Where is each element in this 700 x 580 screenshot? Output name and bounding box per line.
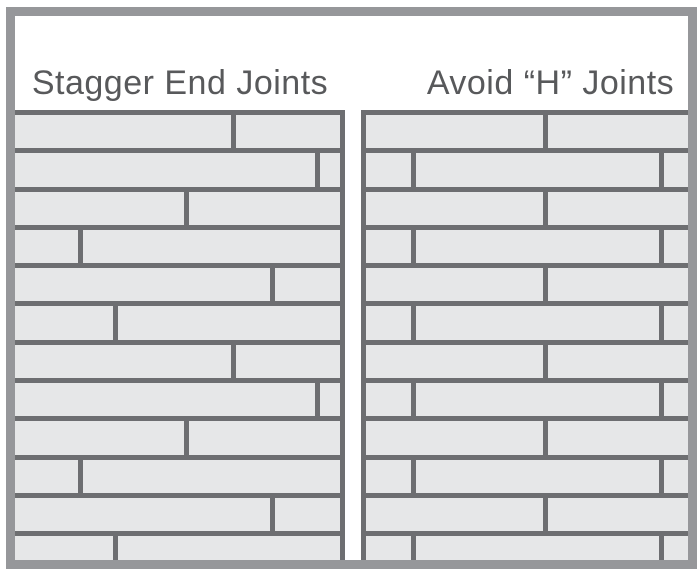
plank-row <box>15 268 340 307</box>
end-joint-line <box>184 421 190 455</box>
plank-row <box>366 536 688 560</box>
end-joint-line <box>410 383 416 417</box>
panel-gap <box>345 110 361 560</box>
plank-row <box>15 191 340 230</box>
plank-row <box>366 344 688 384</box>
end-joint-line <box>410 459 416 493</box>
end-joint-line <box>77 229 83 264</box>
plank-row <box>366 268 688 307</box>
stagger-end-joints-title: Stagger End Joints <box>31 64 329 103</box>
end-joint-line <box>659 383 665 417</box>
avoid-h-joints-title: Avoid “H” Joints <box>426 64 675 103</box>
titles-row: Stagger End Joints Avoid “H” Joints <box>15 16 688 110</box>
end-joint-line <box>543 191 549 225</box>
plank-row <box>15 306 340 345</box>
end-joint-line <box>659 459 665 493</box>
end-joint-line <box>269 497 275 532</box>
end-joint-line <box>410 536 416 560</box>
end-joint-line <box>315 383 321 417</box>
end-joint-line <box>659 229 665 264</box>
plank-row <box>366 229 688 269</box>
plank-row <box>366 191 688 230</box>
plank-row <box>366 497 688 537</box>
end-joint-line <box>184 191 190 225</box>
avoid-h-joints-panel <box>361 110 688 560</box>
plank-row <box>15 421 340 460</box>
end-joint-line <box>230 344 236 379</box>
end-joint-line <box>410 306 416 340</box>
plank-row <box>366 153 688 192</box>
plank-panels-area <box>15 110 688 560</box>
end-joint-line <box>315 153 321 187</box>
end-joint-line <box>543 421 549 455</box>
end-joint-line <box>659 536 665 560</box>
plank-row <box>15 153 340 192</box>
plank-row <box>15 497 340 537</box>
end-joint-line <box>410 229 416 264</box>
end-joint-line <box>77 459 83 493</box>
end-joint-line <box>543 115 549 149</box>
plank-row <box>15 115 340 154</box>
plank-row <box>366 306 688 345</box>
plank-row <box>366 459 688 498</box>
end-joint-line <box>543 268 549 302</box>
plank-row <box>15 344 340 384</box>
end-joint-line <box>659 306 665 340</box>
end-joint-line <box>112 306 118 340</box>
plank-row <box>15 383 340 422</box>
plank-row <box>15 459 340 498</box>
plank-row <box>366 421 688 460</box>
end-joint-line <box>112 536 118 560</box>
end-joint-line <box>230 115 236 149</box>
end-joint-line <box>410 153 416 187</box>
end-joint-line <box>543 344 549 379</box>
plank-row <box>15 229 340 269</box>
end-joint-line <box>269 268 275 302</box>
end-joint-line <box>543 497 549 532</box>
plank-row <box>15 536 340 560</box>
plank-row <box>366 383 688 422</box>
stagger-end-joints-panel <box>15 110 345 560</box>
end-joint-line <box>659 153 665 187</box>
outer-frame: Stagger End Joints Avoid “H” Joints <box>6 7 697 569</box>
plank-row <box>366 115 688 154</box>
